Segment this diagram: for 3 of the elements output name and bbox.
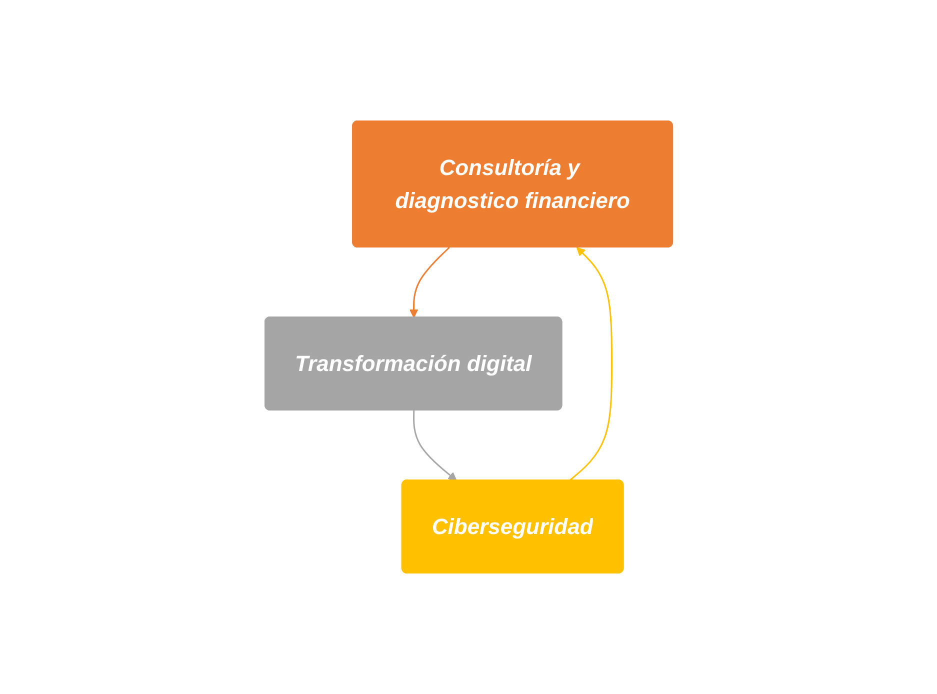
arrow xyxy=(568,247,612,482)
arrow xyxy=(409,246,450,318)
arrow xyxy=(412,410,457,481)
